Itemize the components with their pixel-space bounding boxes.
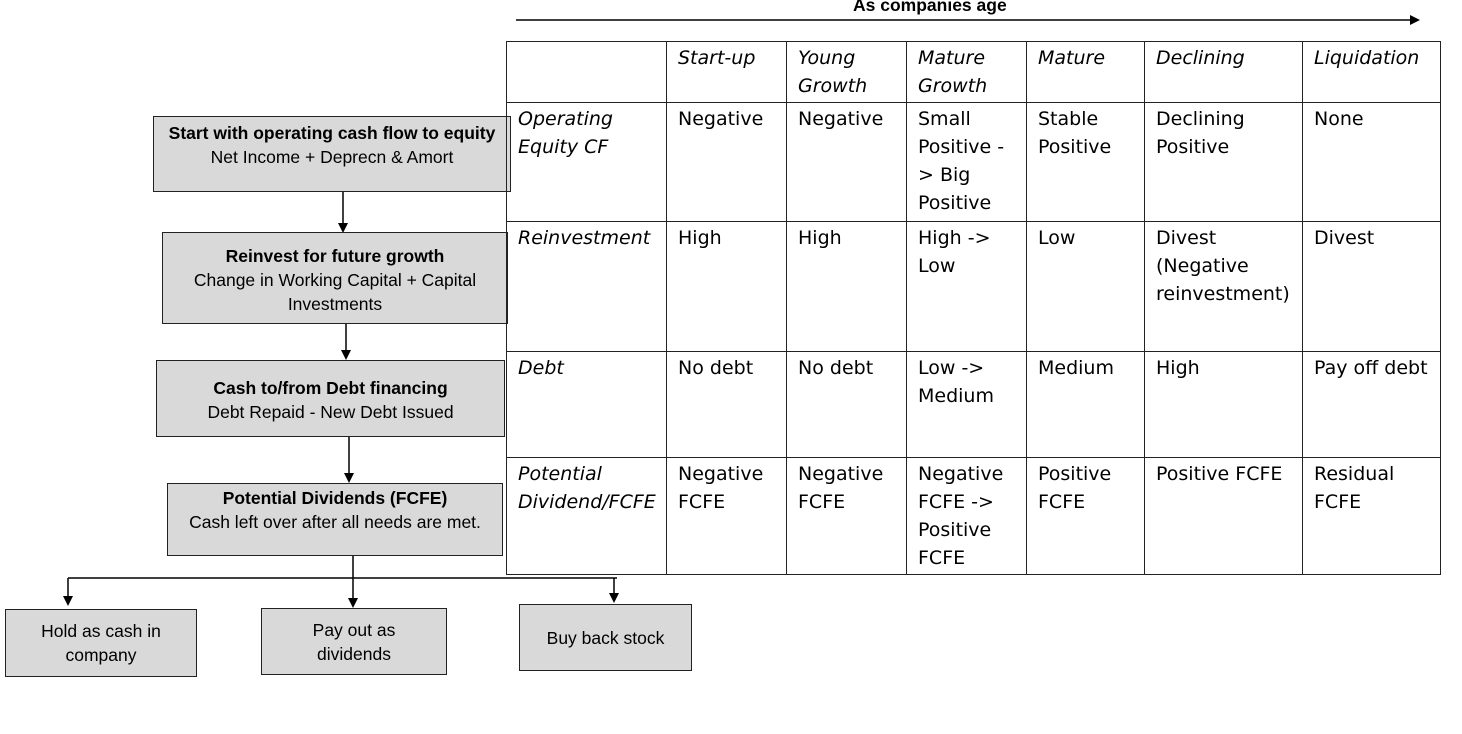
step-title: Potential Dividends (FCFE) [222, 488, 448, 508]
life-cycle-table: Start-up Young Growth Mature Growth Matu… [506, 41, 1441, 575]
table-cell: Negative [666, 102, 787, 222]
table-cell: Medium [1026, 351, 1145, 458]
step-title: Start with operating cash flow to equity [168, 123, 496, 143]
table-cell: Declining Positive [1144, 102, 1303, 222]
step-operating-cash-flow: Start with operating cash flow to equity… [153, 116, 511, 192]
table-cell: Low [1026, 221, 1145, 352]
corner-cell [506, 41, 667, 103]
column-header: Declining [1144, 41, 1303, 103]
table-cell: Negative FCFE -> Positive FCFE [906, 457, 1027, 575]
step-potential-dividends: Potential Dividends (FCFE) Cash left ove… [167, 483, 503, 556]
step-detail: Net Income + Deprecn & Amort [210, 147, 454, 167]
table-cell: High [1144, 351, 1303, 458]
option-label: Pay out as dividends [312, 619, 396, 664]
age-axis-label: As companies age [853, 0, 1007, 15]
row-header: Potential Dividend/FCFE [506, 457, 667, 575]
column-header: Mature [1026, 41, 1145, 103]
step-title: Reinvest for future growth [225, 246, 445, 266]
table-row: Operating Equity CF Negative Negative Sm… [506, 102, 1441, 222]
option-label: Buy back stock [546, 627, 665, 648]
table-cell: Negative FCFE [786, 457, 907, 575]
table-cell: Divest [1302, 221, 1441, 352]
column-header: Start-up [666, 41, 787, 103]
table-cell: Negative [786, 102, 907, 222]
table-cell: No debt [666, 351, 787, 458]
step-title: Cash to/from Debt financing [213, 378, 448, 398]
table-cell: Low -> Medium [906, 351, 1027, 458]
step-reinvest: Reinvest for future growth Change in Wor… [162, 232, 508, 324]
step-detail: Debt Repaid - New Debt Issued [207, 402, 454, 422]
table-cell: High [786, 221, 907, 352]
table-cell: Negative FCFE [666, 457, 787, 575]
option-buy-back-stock: Buy back stock [519, 604, 692, 671]
column-header: Young Growth [786, 41, 907, 103]
step-detail: Cash left over after all needs are met. [189, 512, 481, 532]
table-cell: No debt [786, 351, 907, 458]
row-header: Debt [506, 351, 667, 458]
table-cell: Stable Positive [1026, 102, 1145, 222]
table-cell: Positive FCFE [1144, 457, 1303, 575]
step-detail: Change in Working Capital + Capital Inve… [193, 270, 477, 314]
table-cell: High [666, 221, 787, 352]
column-header: Liquidation [1302, 41, 1441, 103]
table-cell: None [1302, 102, 1441, 222]
table-cell: Divest (Negative reinvestment) [1144, 221, 1303, 352]
table-cell: Positive FCFE [1026, 457, 1145, 575]
header-row: Start-up Young Growth Mature Growth Matu… [506, 41, 1441, 103]
row-header: Operating Equity CF [506, 102, 667, 222]
row-header: Reinvestment [506, 221, 667, 352]
option-pay-dividends: Pay out as dividends [261, 608, 447, 675]
table-cell: Pay off debt [1302, 351, 1441, 458]
step-debt-financing: Cash to/from Debt financing Debt Repaid … [156, 360, 505, 437]
option-hold-cash: Hold as cash in company [5, 609, 197, 677]
table-cell: Small Positive -> Big Positive [906, 102, 1027, 222]
table-cell: Residual FCFE [1302, 457, 1441, 575]
column-header: Mature Growth [906, 41, 1027, 103]
table-cell: High -> Low [906, 221, 1027, 352]
table-row: Debt No debt No debt Low -> Medium Mediu… [506, 351, 1441, 458]
table-row: Reinvestment High High High -> Low Low D… [506, 221, 1441, 352]
option-label: Hold as cash in company [41, 621, 161, 665]
table-row: Potential Dividend/FCFE Negative FCFE Ne… [506, 457, 1441, 575]
